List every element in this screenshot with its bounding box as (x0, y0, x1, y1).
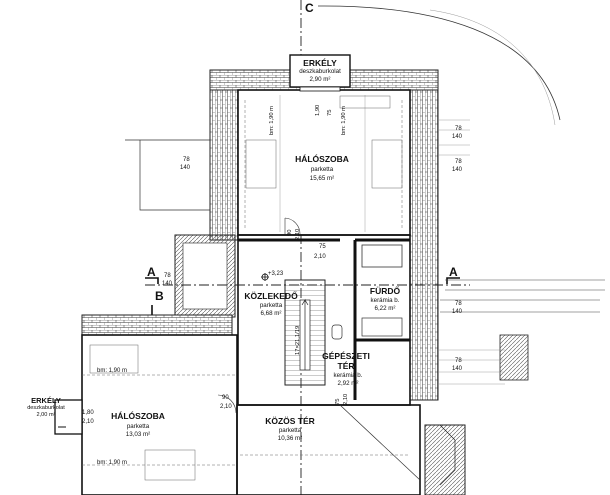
dim-door-height: 1,80 (82, 410, 94, 416)
dim-height: 140 (452, 134, 463, 140)
dim-width: 78 (455, 358, 462, 364)
headroom-note: bm: 1,90 m (97, 460, 128, 466)
wardrobe (339, 95, 391, 109)
dim-door-width: 75 (335, 398, 341, 405)
section-arrow-a-right (446, 277, 460, 284)
roof-wall-left-upper (209, 69, 239, 241)
roof-edge-left (125, 139, 210, 211)
bed-right (371, 139, 403, 189)
dim-door-height: 2,10 (295, 228, 301, 240)
level-marker-cross (261, 273, 269, 281)
right-dormer-lines (438, 349, 505, 385)
dim-height: 140 (452, 366, 463, 372)
roof-wall-right-upper (409, 69, 439, 401)
section-label-a-left: A (147, 265, 156, 279)
dim-width: 78 (455, 301, 462, 307)
dim-height: 140 (452, 309, 463, 315)
dim-width: 78 (164, 273, 171, 279)
top-balcony-door (299, 86, 341, 92)
door-swing (217, 394, 237, 414)
stair-arrow (301, 298, 309, 370)
bed-lower2 (144, 449, 196, 481)
dim-door-height: 2,10 (220, 404, 232, 410)
toilet (331, 324, 343, 340)
room-name-erkely-top: ERKÉLY (303, 58, 337, 68)
room-area-furdo: 6,22 m² (374, 305, 396, 312)
dim-door-height: 1,90 (315, 104, 321, 116)
section-label-a-right: A (449, 265, 458, 279)
room-material-gepeszeti: kerámia b. (333, 372, 363, 379)
room-name-halo-top: HÁLÓSZOBA (295, 154, 349, 164)
bed-left (245, 139, 277, 189)
right-roof-detail (439, 424, 456, 486)
left-roof-inner (182, 242, 228, 310)
dim-width: 78 (455, 126, 462, 132)
roof-arc-line (317, 5, 561, 121)
room-area-halo-top: 15,65 m² (309, 175, 335, 182)
dim-door-height: 2,10 (82, 419, 94, 425)
right-roof-lines (440, 279, 605, 313)
dim-height: 140 (452, 167, 463, 173)
dim-door-width: 75 (327, 109, 333, 116)
room-name-halo-left: HÁLÓSZOBA (111, 411, 165, 421)
dim-height: 140 (180, 165, 191, 171)
dim-door-height: 2,10 (343, 393, 349, 405)
room-area-erkely-top: 2,90 m² (309, 76, 331, 83)
bed-lower (89, 344, 139, 374)
room-name-furdo: FÜRDŐ (369, 286, 401, 296)
section-arrow-a-left (145, 277, 159, 284)
room-material-halo-top: parketta (310, 166, 334, 173)
room-name-gepeszeti-2: TÉR (337, 361, 355, 371)
room-name-kozos-ter: KÖZÖS TÉR (265, 416, 315, 426)
section-label-c: C (305, 1, 314, 15)
room-material-erkely-left: deszkaburkolat (27, 405, 65, 411)
stair-label: 17×21,1/19 (295, 325, 301, 355)
room-material-kozos-ter: parketta (278, 427, 302, 434)
dim-door-width: 75 (319, 244, 326, 250)
room-area-erkely-left: 2,00 m² (36, 412, 56, 418)
dim-height: 140 (162, 281, 173, 287)
headroom-note: bm: 1,90 m (269, 106, 275, 135)
room-area-kozos-ter: 10,36 m² (277, 435, 303, 442)
headroom-note: bm: 1,90 m (97, 368, 128, 374)
lower-roof-left (81, 314, 233, 336)
roof-diagonal (339, 404, 421, 481)
room-area-gepeszeti: 2,92 m² (337, 380, 359, 387)
headroom-note: bm: 1,90 m (341, 106, 347, 135)
section-label-b: B (155, 289, 164, 303)
left-balcony (54, 399, 83, 435)
dim-door-height: 2,10 (314, 254, 326, 260)
dim-door-width: 90 (222, 395, 229, 401)
room-name-gepeszeti: GÉPÉSZETI (322, 351, 370, 361)
door-swing (284, 217, 301, 235)
room-name-erkely-left: ERKÉLY (31, 396, 61, 405)
dim-width: 78 (183, 157, 190, 163)
room-material-kozlekedo: parketta (259, 302, 283, 309)
room-material-erkely-top: deszkaburkolat (299, 68, 341, 75)
right-roof-block (424, 424, 466, 495)
right-side-box (499, 334, 529, 381)
roof-arc-line-inner (429, 9, 556, 126)
room-area-halo-left: 13,03 m² (125, 431, 151, 438)
bathtub (361, 244, 403, 268)
room-area-kozlekedo: 6,68 m² (260, 310, 282, 317)
dim-door-width: 90 (287, 229, 293, 236)
top-balcony (289, 54, 351, 88)
common-area-outline (236, 404, 421, 495)
upper-bedroom-outline (237, 89, 411, 236)
room-name-kozlekedo: KÖZLEKEDŐ (244, 291, 298, 301)
level-label: +3,23 (268, 271, 284, 277)
bath-fixture (361, 317, 403, 337)
room-material-furdo: kerámia b. (370, 297, 400, 304)
room-material-halo-left: parketta (126, 423, 150, 430)
dim-width: 78 (455, 159, 462, 165)
upper-dormer-lines (438, 119, 470, 156)
